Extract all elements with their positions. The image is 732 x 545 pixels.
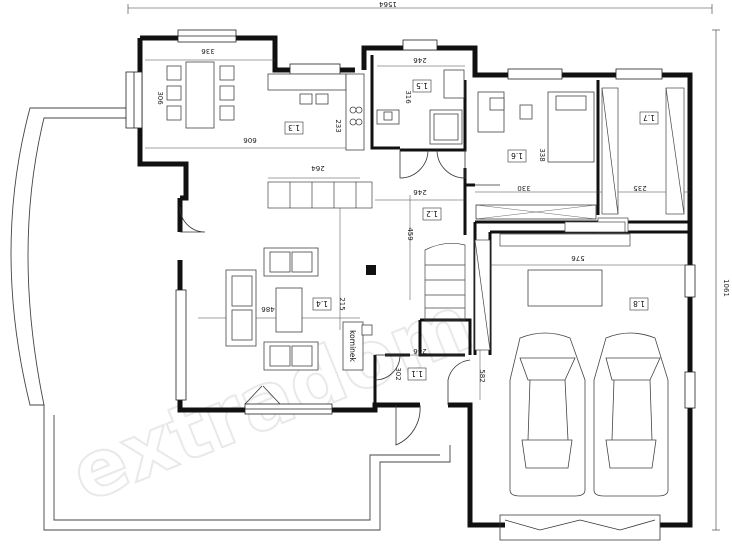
kitchen-counters	[267, 73, 365, 151]
dimension-wc-302: 302	[394, 367, 402, 380]
overall-dimension-lines	[127, 4, 720, 531]
bathroom-fixtures	[376, 69, 465, 145]
dimension-salon-215: 215	[338, 297, 346, 310]
dimension-room-338: 338	[538, 148, 546, 161]
dimension-kitchen: 233	[334, 119, 342, 132]
fireplace-label: kominek	[348, 330, 357, 362]
room-label-1-2: 1.2	[426, 209, 438, 218]
dimension-hall-depth: 459	[406, 227, 414, 240]
room-label-1-1: 1.1	[411, 369, 423, 378]
dimension-wardrobe-235: 235	[633, 184, 646, 192]
dimension-dining-depth: 306	[156, 91, 164, 105]
dimension-dining-width: 336	[201, 47, 215, 55]
room-label-1-7: 1.7	[643, 113, 655, 122]
dimension-bath-side: 316	[404, 90, 412, 104]
living-room-furniture	[225, 247, 373, 371]
bedroom-1-6-furniture	[475, 91, 597, 220]
room-labels: 1.3 1.5 1.6 1.7 1.2 1.4 1.8 1.1	[284, 79, 659, 381]
dimension-labels: 336 306 606 233 246 316 264 246 330 235 …	[156, 47, 647, 383]
dimension-living-length: 606	[243, 136, 257, 144]
room-label-1-3: 1.3	[288, 123, 300, 132]
watermark: extradom	[59, 278, 484, 520]
garage-fixtures	[527, 269, 603, 307]
interior-dimension-lines	[145, 59, 690, 400]
car-left	[509, 332, 586, 497]
dimension-overall-depth: 1061	[722, 279, 730, 297]
terrace-outline	[10, 107, 451, 531]
doors	[179, 149, 661, 541]
dimension-garage-width: 576	[571, 254, 585, 262]
column-marker	[366, 265, 376, 275]
dining-table	[166, 61, 235, 129]
room-label-1-6: 1.6	[511, 151, 523, 160]
windows	[125, 29, 696, 415]
dimension-sofa-width: 264	[311, 164, 325, 172]
room-label-1-5: 1.5	[416, 81, 428, 90]
dimension-salon-486: 486	[261, 305, 275, 313]
room-label-1-4: 1.4	[316, 299, 328, 308]
bedroom-1-7-wardrobes	[597, 87, 685, 233]
dimension-bath-top: 246	[413, 56, 427, 64]
dimension-hall-lower: 246	[413, 347, 427, 355]
hall-cabinets	[267, 181, 631, 351]
dimension-hall-mid: 246	[413, 188, 427, 196]
dimension-room-330: 330	[517, 184, 530, 192]
room-label-1-8: 1.8	[633, 299, 645, 308]
dimension-overall-width: 1564	[379, 0, 397, 8]
staircase	[424, 243, 466, 321]
dimension-garage-depth: 582	[478, 369, 486, 382]
car-right	[593, 332, 669, 497]
